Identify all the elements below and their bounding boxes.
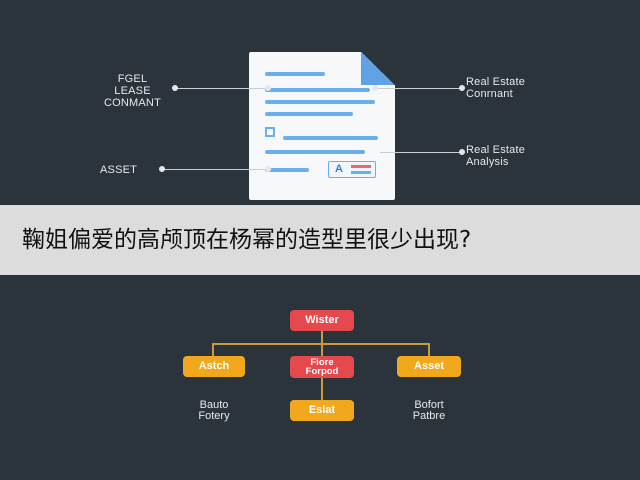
connector-line — [380, 152, 462, 153]
chip-letter: A — [335, 163, 343, 175]
question-banner: 鞠姐偏爱的高颅顶在杨幂的造型里很少出现? — [0, 205, 640, 275]
chip-bar — [351, 165, 371, 168]
connector-dot — [265, 166, 271, 172]
label-line: Real Estate — [466, 76, 526, 88]
tree-edge — [428, 343, 430, 357]
label-line: CONMANT — [103, 97, 161, 109]
doc-line — [283, 136, 378, 140]
node-astch: Astch — [183, 356, 245, 377]
connector-line — [162, 169, 268, 170]
banner-question: 鞠姐偏爱的高颅顶在杨幂的造型里很少出现? — [22, 227, 472, 253]
doc-line — [265, 100, 375, 104]
node-eslat: Eslat — [290, 400, 354, 421]
label-asset: ASSET — [100, 164, 138, 176]
node-fiore: Fiore Forpod — [290, 356, 354, 378]
node-root: Wister — [290, 310, 354, 331]
node-line: Forpod — [305, 366, 339, 377]
label-line: Analysis — [466, 156, 509, 168]
node-line: Fiore — [310, 357, 334, 368]
doc-line — [265, 72, 325, 76]
doc-line — [265, 112, 353, 116]
label-line: Real Estate — [466, 144, 526, 156]
node-asset: Asset — [397, 356, 461, 377]
page-fold-icon — [361, 52, 395, 85]
connector-line — [175, 88, 270, 89]
doc-line — [265, 88, 370, 92]
tree-edge — [212, 343, 430, 345]
tree-edge — [321, 378, 323, 400]
caption-bofort: Bofort Patbre — [398, 400, 460, 422]
chip-bar — [351, 171, 371, 174]
doc-line — [265, 168, 309, 172]
connector-line — [376, 88, 462, 89]
caption-bauto: Bauto Fotery — [184, 400, 244, 422]
label-lease-contract: FGEL LEASE CONMANT — [95, 73, 170, 109]
label-real-estate-analysis: Real Estate Analysis — [466, 144, 525, 168]
connector-dot — [459, 85, 465, 91]
connector-dot — [372, 85, 378, 91]
label-line: FGEL — [117, 73, 148, 85]
doc-line — [265, 150, 365, 154]
connector-dot — [459, 149, 465, 155]
label-line: Conrnant — [466, 88, 513, 100]
connector-dot — [159, 166, 165, 172]
caption-line: Fotery — [198, 410, 230, 422]
connector-dot — [172, 85, 178, 91]
connector-dot — [265, 85, 271, 91]
label-line: LEASE — [114, 85, 151, 97]
tree-edge — [212, 343, 214, 357]
label-real-estate-contract: Real Estate Conrnant — [466, 76, 525, 100]
caption-line: Bofort — [414, 399, 444, 411]
doc-checkbox-icon — [265, 127, 275, 137]
caption-line: Patbre — [412, 410, 446, 422]
chart-chip-icon: A — [328, 161, 376, 178]
caption-line: Bauto — [199, 399, 229, 411]
